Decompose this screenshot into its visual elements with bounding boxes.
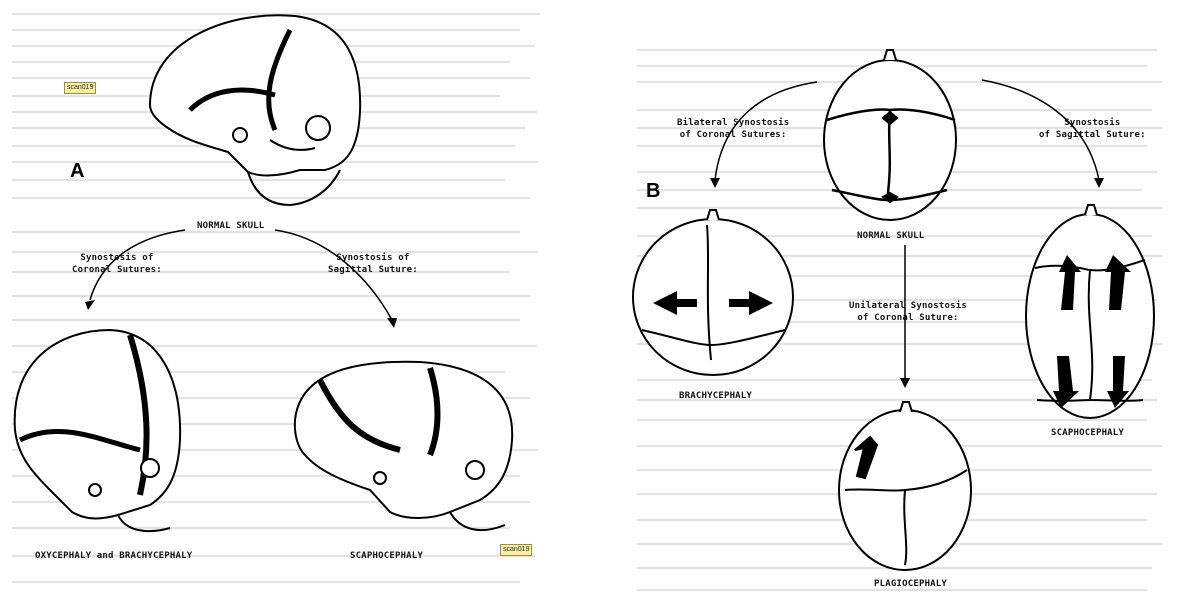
scan-tag-bottom: scan019 <box>500 544 532 556</box>
label-line: Bilateral Synostosis <box>677 117 789 129</box>
panel-letter-b: B <box>646 180 660 203</box>
label-line: of Coronal Suture: <box>849 312 967 324</box>
label-normal-skull: NORMAL SKULL <box>197 220 264 232</box>
label-scaphocephaly-a: SCAPHOCEPHALY <box>350 550 423 562</box>
label-line: Coronal Sutures: <box>72 264 162 276</box>
panel-a-lateral-skulls: scan019 scan019 A NORMAL SKULL Synostosi… <box>0 0 545 609</box>
oxycephaly-skull-lateral <box>15 330 180 531</box>
label-line: of Sagittal Suture: <box>1039 129 1146 141</box>
label-brachycephaly: BRACHYCEPHALY <box>679 390 752 402</box>
label-synostosis-sagittal-b: Synostosis of Sagittal Suture: <box>1039 117 1146 141</box>
label-line: Synostosis <box>1039 117 1146 129</box>
scaphocephaly-skull-lateral <box>295 362 512 530</box>
label-line: Synostosis of <box>72 252 162 264</box>
label-unilateral-synostosis: Unilateral Synostosis of Coronal Suture: <box>849 300 967 324</box>
label-synostosis-sagittal: Synostosis of Sagittal Suture: <box>328 252 418 276</box>
label-normal-skull-b: NORMAL SKULL <box>857 230 924 242</box>
label-line: of Coronal Sutures: <box>677 129 789 141</box>
label-line: Synostosis of <box>328 252 418 264</box>
brachycephaly-skull-top <box>633 210 793 375</box>
label-line: Unilateral Synostosis <box>849 300 967 312</box>
label-oxycephaly-brachycephaly: OXYCEPHALY and BRACHYCEPHALY <box>35 550 192 562</box>
panel-letter-a: A <box>70 160 84 183</box>
scan-tag-top: scan019 <box>64 82 96 94</box>
arrowhead-scapho <box>1094 178 1104 188</box>
plagiocephaly-skull-top <box>839 402 971 570</box>
arrowhead-brachy <box>710 178 720 188</box>
normal-skull-top <box>824 50 956 220</box>
arrowhead-plagio <box>900 378 910 388</box>
label-scaphocephaly-b: SCAPHOCEPHALY <box>1051 427 1124 439</box>
label-plagiocephaly: PLAGIOCEPHALY <box>874 578 947 590</box>
arrowhead-left <box>85 300 95 310</box>
label-bilateral-synostosis: Bilateral Synostosis of Coronal Sutures: <box>677 117 789 141</box>
scaphocephaly-skull-top <box>1026 205 1154 418</box>
panel-b-top-view-skulls: B Bilateral Synostosis of Coronal Suture… <box>587 0 1178 609</box>
label-synostosis-coronal: Synostosis of Coronal Sutures: <box>72 252 162 276</box>
arrowhead-right <box>387 318 397 328</box>
normal-skull-lateral <box>150 15 360 205</box>
label-line: Sagittal Suture: <box>328 264 418 276</box>
